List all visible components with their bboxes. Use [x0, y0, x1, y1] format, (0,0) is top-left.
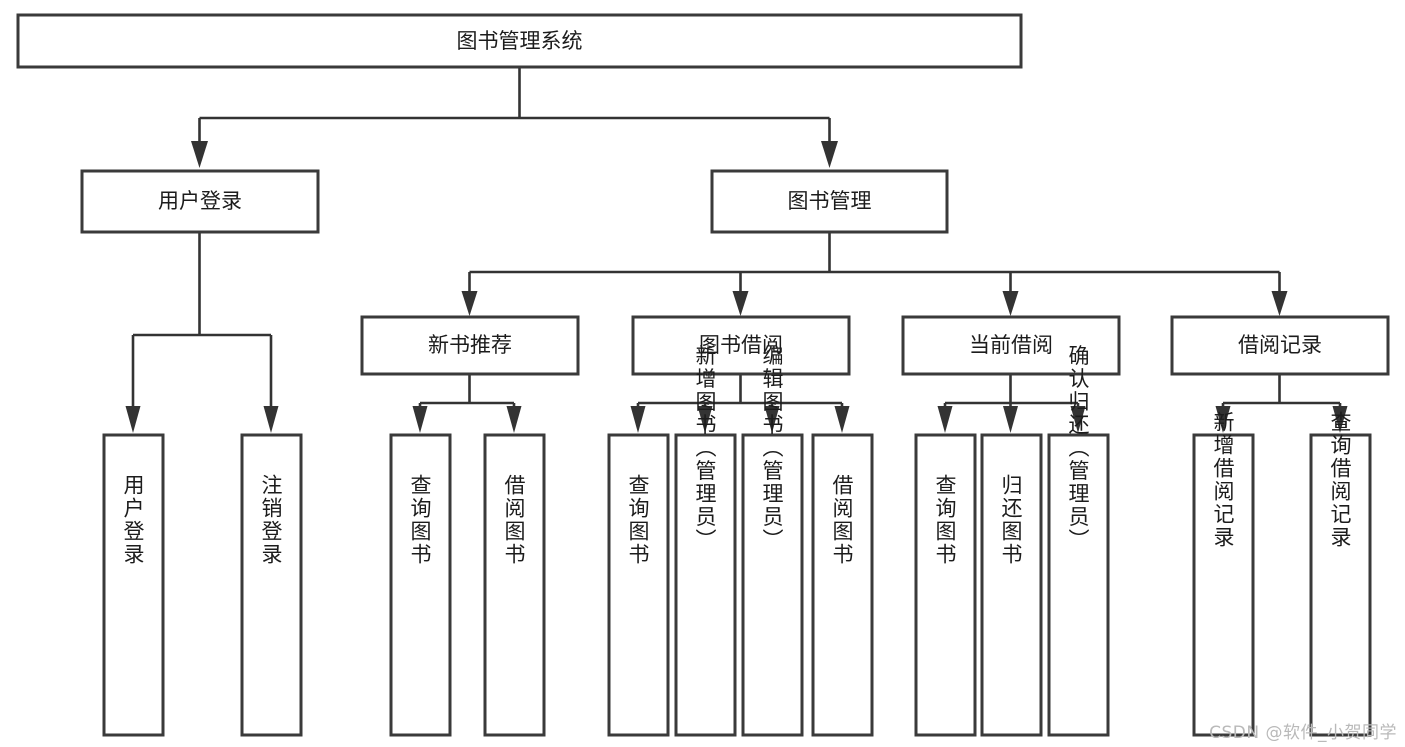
connector-layer [125, 67, 1348, 433]
leaf-edit-book[interactable]: 编辑图书（管理员） [741, 345, 804, 737]
arrow-head-leaf-query-book-3 [937, 406, 953, 433]
node-book-borrow[interactable]: 图书借阅 [631, 315, 851, 376]
node-user-login[interactable]: 用户登录 [80, 169, 320, 234]
root-node-box[interactable] [16, 13, 1023, 69]
new-book-recommend-box[interactable] [360, 315, 580, 376]
leaf-add-borrow-record[interactable]: 新增借阅记录 [1192, 411, 1255, 737]
node-current-borrow[interactable]: 当前借阅 [901, 315, 1121, 376]
leaf-query-book-borrow-box[interactable] [607, 433, 670, 737]
leaf-logout-label: 注销登录 [259, 474, 283, 566]
leaf-return-book-box[interactable] [980, 433, 1043, 737]
leaf-user-login-box[interactable] [102, 433, 165, 737]
arrow-head-current-borrow [1002, 291, 1019, 316]
arrow-head-leaf-query-book-2 [630, 406, 646, 433]
leaf-query-book-recommend[interactable]: 查询图书 [389, 433, 452, 737]
arrow-head-new-book-recommend [461, 291, 478, 316]
leaf-user-login-label: 用户登录 [121, 474, 145, 566]
leaf-add-book-box[interactable] [674, 433, 737, 737]
current-borrow-box[interactable] [901, 315, 1121, 376]
arrow-head-leaf-user-login [125, 406, 141, 433]
leaf-borrow-book[interactable]: 借阅图书 [811, 433, 874, 737]
leaf-query-book-borrow-label: 查询图书 [626, 474, 650, 566]
csdn-watermark: CSDN @软件_小贺同学 [1209, 723, 1397, 743]
leaf-query-borrow-record[interactable]: 查询借阅记录 [1309, 411, 1372, 737]
leaf-confirm-return-box[interactable] [1047, 433, 1110, 737]
leaf-add-borrow-record-label: 新增借阅记录 [1211, 411, 1235, 549]
leaf-confirm-return-label: 确认归还（管理员） [1066, 345, 1090, 552]
book-borrow-box[interactable] [631, 315, 851, 376]
leaf-add-borrow-record-box[interactable] [1192, 433, 1255, 737]
leaf-edit-book-label: 编辑图书（管理员） [760, 345, 784, 552]
leaf-borrow-book-recommend-box[interactable] [483, 433, 546, 737]
arrow-head-leaf-add-book [697, 406, 713, 433]
arrow-head-leaf-return-book [1003, 406, 1018, 433]
leaf-borrow-book-box[interactable] [811, 433, 874, 737]
leaf-return-book[interactable]: 归还图书 [980, 433, 1043, 737]
arrow-head-leaf-add-record [1215, 406, 1231, 433]
leaf-borrow-book-recommend-label: 借阅图书 [502, 474, 526, 566]
arrow-head-book-borrow [732, 291, 749, 316]
user-login-box[interactable] [80, 169, 320, 234]
leaf-user-login[interactable]: 用户登录 [102, 433, 165, 737]
user-login-label: 用户登录 [158, 189, 242, 213]
book-borrow-label: 图书借阅 [699, 333, 783, 357]
leaf-add-book-label: 新增图书（管理员） [693, 345, 717, 552]
leaf-logout[interactable]: 注销登录 [240, 433, 303, 737]
leaf-query-book-recommend-label: 查询图书 [408, 474, 432, 566]
leaf-add-book[interactable]: 新增图书（管理员） [674, 345, 737, 737]
arrow-head-borrow-record [1271, 291, 1288, 316]
leaf-borrow-book-label: 借阅图书 [830, 474, 854, 566]
arrow-head-leaf-query-book-1 [412, 406, 428, 433]
arrow-head-leaf-query-record [1332, 406, 1348, 433]
leaf-query-book-current[interactable]: 查询图书 [914, 433, 977, 737]
leaf-query-borrow-record-box[interactable] [1309, 433, 1372, 737]
leaf-query-book-current-box[interactable] [914, 433, 977, 737]
new-book-recommend-label: 新书推荐 [428, 333, 512, 357]
borrow-record-box[interactable] [1170, 315, 1390, 376]
leaf-query-book-recommend-box[interactable] [389, 433, 452, 737]
arrow-head-leaf-borrow-book-2 [834, 406, 850, 433]
leaf-query-book-borrow[interactable]: 查询图书 [607, 433, 670, 737]
node-new-book-recommend[interactable]: 新书推荐 [360, 315, 580, 376]
leaf-logout-box[interactable] [240, 433, 303, 737]
leaf-return-book-label: 归还图书 [999, 474, 1023, 566]
leaf-confirm-return[interactable]: 确认归还（管理员） [1047, 345, 1110, 737]
root-node-label: 图书管理系统 [457, 29, 583, 53]
leaf-query-book-current-label: 查询图书 [933, 474, 957, 566]
book-management-box[interactable] [710, 169, 949, 234]
node-book-management[interactable]: 图书管理 [710, 169, 949, 234]
node-borrow-record[interactable]: 借阅记录 [1170, 315, 1390, 376]
node-root-book-management-system[interactable]: 图书管理系统 [16, 13, 1023, 69]
leaf-query-borrow-record-label: 查询借阅记录 [1328, 411, 1352, 549]
arrow-head-user-login [191, 141, 208, 168]
borrow-record-label: 借阅记录 [1238, 333, 1322, 357]
arrow-head-leaf-confirm-return [1070, 406, 1086, 433]
arrow-head-leaf-logout [263, 406, 279, 433]
leaf-edit-book-box[interactable] [741, 433, 804, 737]
book-management-label: 图书管理 [788, 189, 872, 213]
arrow-head-leaf-edit-book [764, 406, 780, 433]
leaf-borrow-book-recommend[interactable]: 借阅图书 [483, 433, 546, 737]
current-borrow-label: 当前借阅 [969, 333, 1053, 357]
arrow-head-book-manage [821, 141, 838, 168]
arrow-head-leaf-borrow-book-1 [506, 406, 522, 433]
